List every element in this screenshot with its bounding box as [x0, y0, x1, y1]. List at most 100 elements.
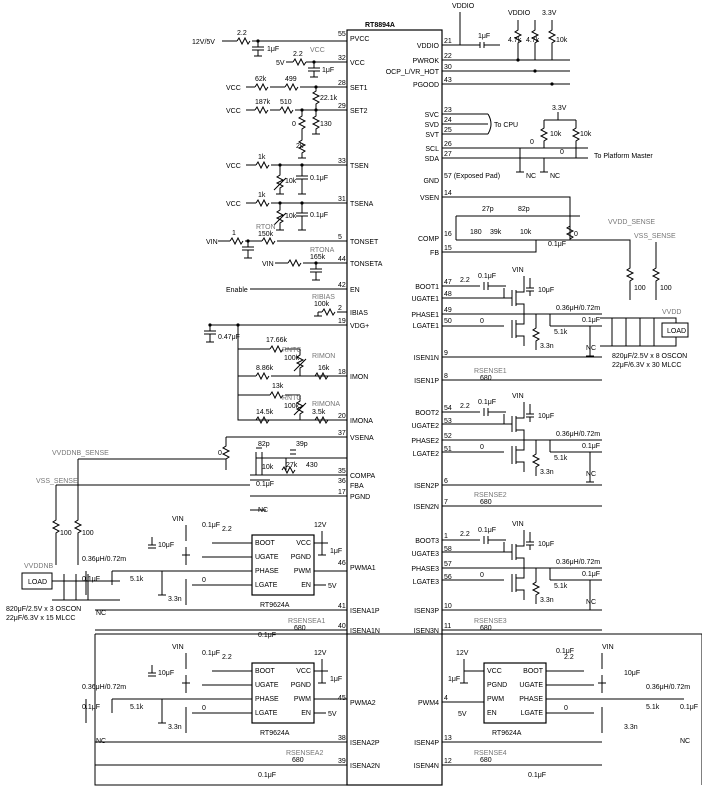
tonset-network: VIN 1 RTON 150k VIN RTONA 165k [206, 224, 347, 281]
pin-isen3p: ISEN3P 10 [414, 603, 452, 615]
pin-number: 49 [444, 307, 452, 314]
comp-network: 0 27p 82p 180 39k 10k 0.1μF VVDD_SENSE V… [442, 196, 676, 300]
svg-text:VDDIO: VDDIO [508, 10, 531, 17]
svg-text:10k: 10k [285, 178, 297, 185]
svg-text:3.3n: 3.3n [540, 597, 554, 604]
svg-text:PWM: PWM [294, 696, 311, 703]
svg-text:VIN: VIN [512, 393, 524, 400]
svg-text:NC: NC [586, 345, 596, 352]
svg-text:VCC: VCC [226, 163, 241, 170]
pin-name: PHASE3 [411, 566, 439, 573]
svg-text:499: 499 [285, 76, 297, 83]
pin-number: 2 [338, 305, 342, 312]
svg-text:0.1μF: 0.1μF [310, 175, 328, 182]
svg-text:680: 680 [480, 757, 492, 764]
enable-network: Enable [226, 287, 347, 294]
pin-name: PGOOD [413, 82, 439, 89]
svg-text:0.1μF: 0.1μF [478, 273, 496, 280]
svg-text:VIN: VIN [172, 644, 184, 651]
svg-text:3.3n: 3.3n [624, 724, 638, 731]
pin-name: TONSETA [350, 261, 383, 268]
svg-text:RSENSEA2: RSENSEA2 [286, 750, 323, 757]
pin-number: 36 [338, 478, 346, 485]
svg-text:5.1k: 5.1k [130, 704, 144, 711]
pin-name: ISEN2P [414, 483, 439, 490]
svg-text:4.7k: 4.7k [508, 37, 522, 44]
pin-number: 13 [444, 735, 452, 742]
svg-text:VCC: VCC [226, 108, 241, 115]
phase-1: 2.20.1μFVIN10μF0.36μH/0.72m03.3n5.1k0.1μ… [442, 267, 602, 357]
rt8894a-label: RT8894A [365, 22, 395, 29]
svg-text:0.1μF: 0.1μF [82, 576, 100, 583]
pin-name: VCC [350, 60, 365, 67]
driver-left-1: RT9624ABOOTUGATEPHASELGATEVCCPGNDPWMEN12… [82, 516, 347, 617]
svg-text:PHASE: PHASE [519, 696, 543, 703]
pin-number: 9 [444, 350, 448, 357]
pin-number: 32 [338, 55, 346, 62]
svg-text:VIN: VIN [602, 644, 614, 651]
pin-number: 8 [444, 373, 448, 380]
svg-text:0: 0 [218, 450, 222, 457]
svg-text:3.3n: 3.3n [540, 343, 554, 350]
svg-text:1k: 1k [258, 192, 266, 199]
svg-text:NC: NC [96, 610, 106, 617]
pin-name: TSEN [350, 163, 369, 170]
pin-name: TONSET [350, 239, 379, 246]
pin-number: 10 [444, 603, 452, 610]
svg-text:0: 0 [480, 572, 484, 579]
svg-text:680: 680 [480, 625, 492, 632]
svg-text:8.86k: 8.86k [256, 365, 274, 372]
pin-name: ISEN3P [414, 608, 439, 615]
svg-text:2.2: 2.2 [237, 30, 247, 37]
svg-text:165k: 165k [310, 254, 326, 261]
svg-text:820μF/2.5V x 8 OSCON: 820μF/2.5V x 8 OSCON [612, 353, 687, 360]
svg-text:0.1μF: 0.1μF [582, 571, 600, 578]
pin-name: COMPA [350, 473, 375, 480]
svg-text:82p: 82p [518, 206, 530, 213]
pin-name: PVCC [350, 36, 369, 43]
svg-text:680: 680 [480, 375, 492, 382]
svg-text:100k: 100k [284, 403, 300, 410]
svg-text:VVDDNB_SENSE: VVDDNB_SENSE [52, 450, 109, 457]
svg-text:VIN: VIN [512, 521, 524, 528]
svg-text:10k: 10k [262, 464, 274, 471]
svg-text:3.3n: 3.3n [168, 596, 182, 603]
svg-text:180: 180 [470, 229, 482, 236]
svg-text:BOOT: BOOT [255, 668, 276, 675]
svg-text:LGATE: LGATE [521, 710, 544, 717]
svg-text:130: 130 [320, 121, 332, 128]
pin-number: 24 [444, 117, 452, 124]
pin-name: COMP [418, 236, 439, 243]
svg-text:17.66k: 17.66k [266, 337, 288, 344]
pin-number: 22 [444, 53, 452, 60]
svg-text:510: 510 [280, 99, 292, 106]
pin-number: 6 [444, 478, 448, 485]
svg-text:EN: EN [301, 582, 311, 589]
svg-text:2.2: 2.2 [460, 531, 470, 538]
pin-number: 31 [338, 196, 346, 203]
svg-text:5V: 5V [328, 583, 337, 590]
rt9624a-ic [251, 534, 315, 596]
pin-number: 55 [338, 31, 346, 38]
vddio-network: VDDIO VDDIO 3.3V 1μF 4.7k 4.7k 10k [442, 3, 570, 86]
svg-text:0.1μF: 0.1μF [202, 522, 220, 529]
svg-text:VVDDNB: VVDDNB [24, 563, 54, 570]
svg-text:0: 0 [480, 444, 484, 451]
pin-name: LGATE1 [413, 323, 439, 330]
pin-vcc: VCC 32 [338, 55, 365, 67]
svg-text:0: 0 [564, 705, 568, 712]
pin-name: SVD [425, 122, 439, 129]
pin-name: VDDIO [417, 43, 440, 50]
svg-text:0.1μF: 0.1μF [582, 317, 600, 324]
pin-name: SVC [425, 112, 439, 119]
svg-text:RSENSE1: RSENSE1 [474, 368, 507, 375]
svg-text:0.47μF: 0.47μF [218, 334, 240, 341]
